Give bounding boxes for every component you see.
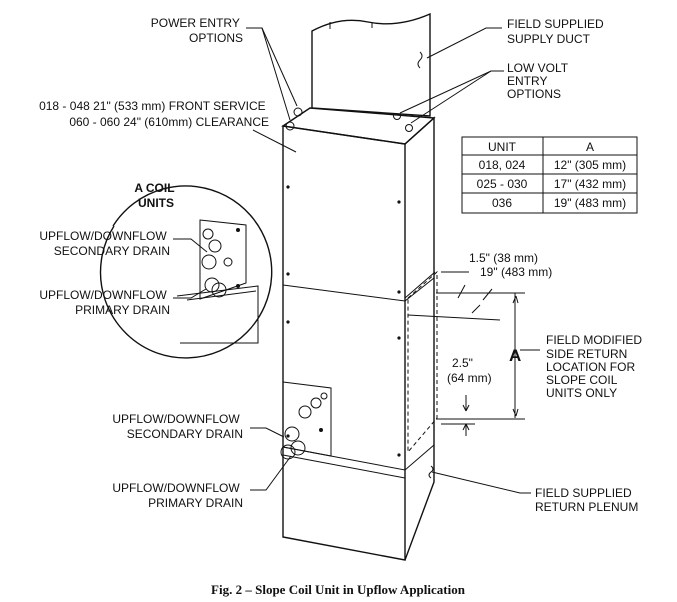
- side-return-outline: [404, 270, 438, 454]
- inset-secondary-drain-label: UPFLOW/DOWNFLOW SECONDARY DRAIN: [39, 229, 170, 258]
- low-volt-knockout-2: [405, 124, 413, 132]
- table-cell: 12" (305 mm): [554, 158, 626, 172]
- secondary-drain-label: UPFLOW/DOWNFLOW SECONDARY DRAIN: [112, 412, 243, 441]
- dim-a-label: A: [509, 346, 521, 365]
- figure-caption: Fig. 2 – Slope Coil Unit in Upflow Appli…: [211, 582, 466, 597]
- a-coil-label: A COIL UNITS: [134, 181, 177, 210]
- primary-drain-label: UPFLOW/DOWNFLOW PRIMARY DRAIN: [112, 481, 243, 510]
- table-cell: 036: [492, 196, 512, 210]
- dim-side-label: 2.5" (64 mm): [447, 356, 492, 385]
- supply-duct: [311, 12, 431, 117]
- table-cell: 17" (432 mm): [554, 177, 626, 191]
- inset-primary-drain-label: UPFLOW/DOWNFLOW PRIMARY DRAIN: [39, 288, 170, 317]
- panel-screws: [286, 185, 401, 457]
- dimension-table: UNIT A 018, 024 12" (305 mm) 025 - 030 1…: [461, 136, 638, 214]
- dimension-lines: [407, 271, 525, 436]
- table-cell: 018, 024: [479, 158, 526, 172]
- return-plenum-label: FIELD SUPPLIED RETURN PLENUM: [535, 486, 638, 514]
- dim-top-label: 1.5" (38 mm) 19" (483 mm): [469, 251, 552, 279]
- leader-lines: [173, 27, 540, 494]
- drain-panel: [280, 381, 332, 460]
- clearance-label: 018 - 048 21" (533 mm) FRONT SERVICE 060…: [39, 99, 269, 129]
- table-cell: 19" (483 mm): [554, 196, 626, 210]
- power-entry-knockout-2: [285, 121, 295, 131]
- field-supply-duct-label: FIELD SUPPLIED SUPPLY DUCT: [507, 17, 607, 46]
- power-entry-label: POWER ENTRY OPTIONS: [151, 16, 243, 45]
- side-return-label: FIELD MODIFIED SIDE RETURN LOCATION FOR …: [546, 333, 645, 400]
- low-volt-label: LOW VOLT ENTRY OPTIONS: [507, 61, 571, 101]
- unit-cabinet: [281, 107, 436, 561]
- table-header-unit: UNIT: [488, 140, 517, 154]
- power-entry-knockout-1: [293, 107, 303, 117]
- table-cell: 025 - 030: [477, 177, 528, 191]
- a-coil-inset: [99, 185, 273, 359]
- table-header-a: A: [586, 140, 594, 154]
